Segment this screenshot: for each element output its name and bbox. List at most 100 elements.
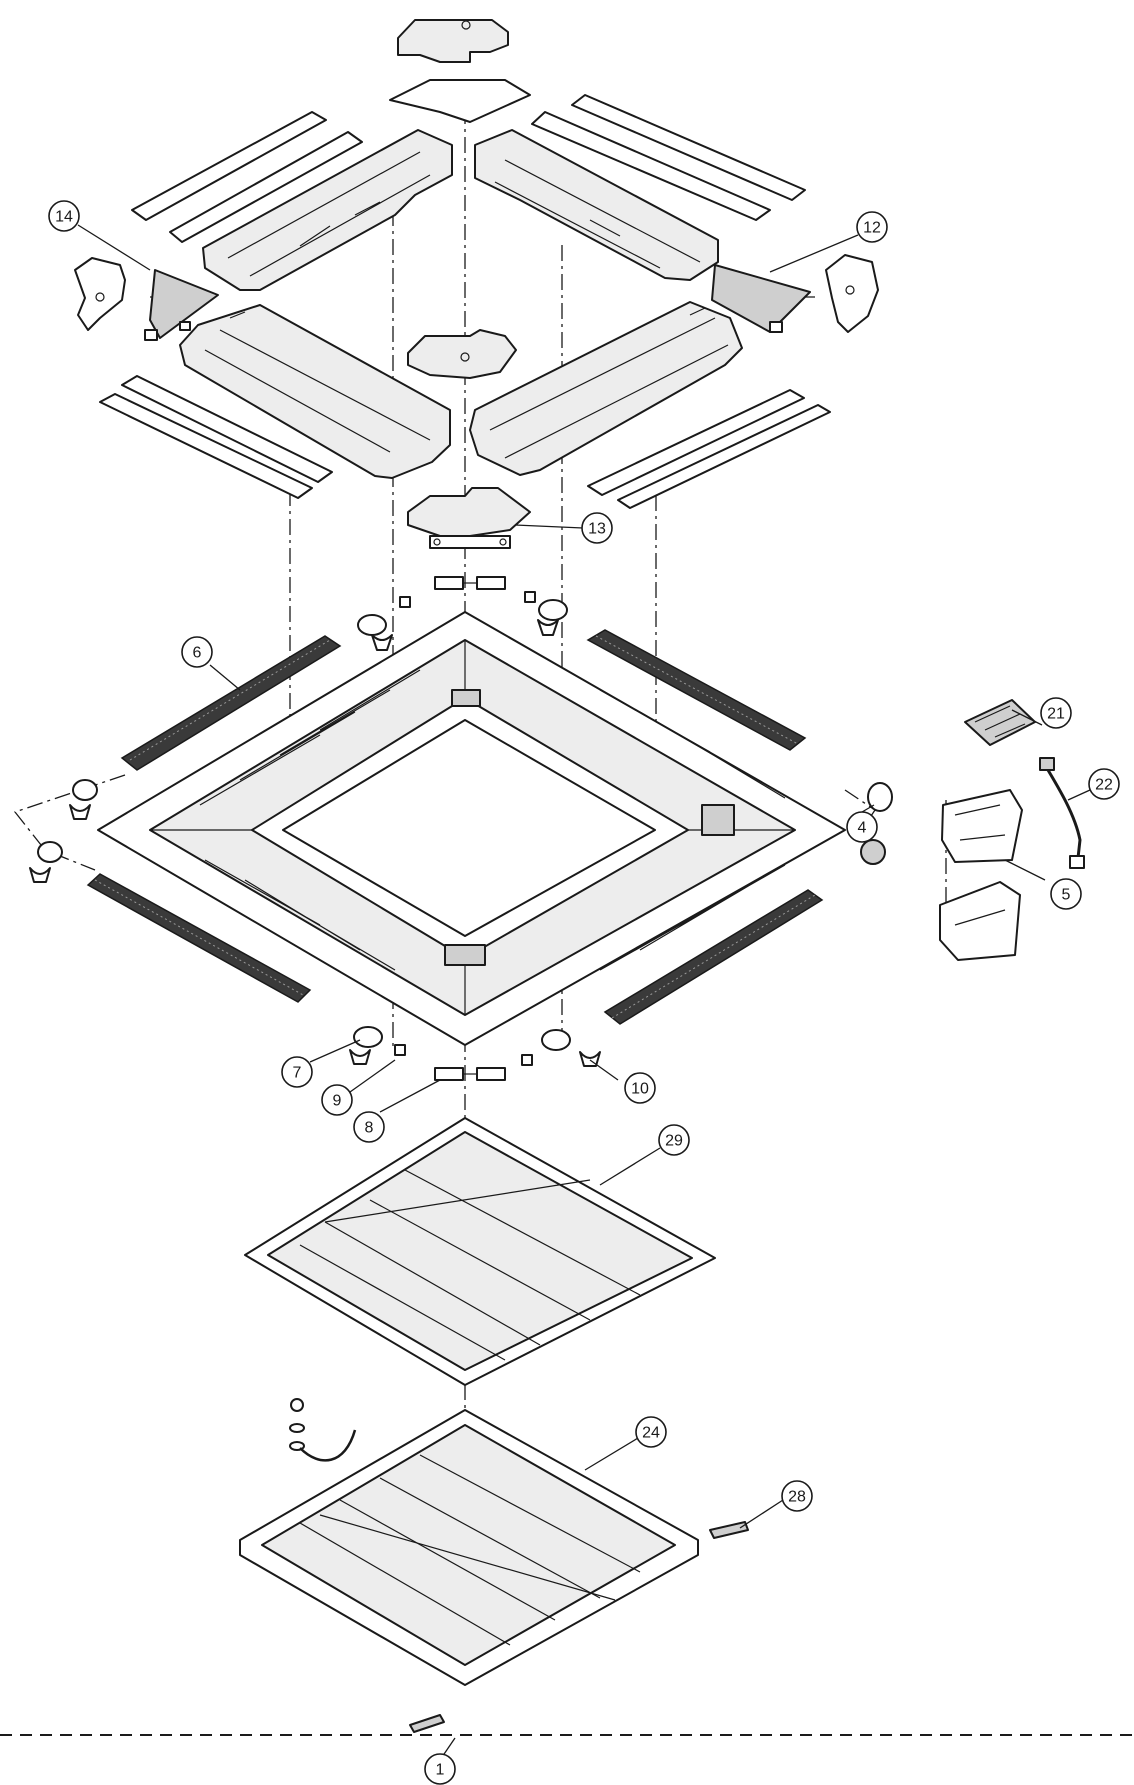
callout-22: 22 [1088,768,1120,800]
harness-connector-top [1039,757,1055,771]
motor-assemblies [29,779,893,883]
strip-upper-right-2 [571,94,806,201]
link-plate-top-2 [476,576,506,590]
callout-6: 6 [181,636,213,668]
cap-top-left [399,596,411,608]
callout-13: 13 [581,512,613,544]
link-plate-bottom-2 [476,1067,506,1081]
strip-upper-left-2 [169,131,363,243]
pan-upper-right-detail [494,159,701,269]
ground-wire-assembly [289,1398,357,1462]
panel-grille-opening [282,719,656,937]
callout-24: 24 [635,1416,667,1448]
harness-connector-bottom [1069,855,1085,869]
strip-lower-left-2 [121,375,333,483]
corner-bracket-left [149,269,219,339]
air-filter-29 [244,1117,716,1386]
upper-insulation-set [131,94,806,291]
louver-rod-upper-right [586,629,807,751]
leader-28 [739,1499,784,1529]
filter-mesh-waves [299,1169,641,1361]
leader-29 [599,1147,661,1186]
callout-14: 14 [48,200,80,232]
linkage-top [357,576,568,651]
svg-text:4: 4 [858,820,867,837]
link-plate-bottom-1 [434,1067,464,1081]
pan-upper-left-detail [227,151,431,277]
motor-right-lower [860,839,886,865]
corner-bracket-left-tab-2 [179,321,191,331]
svg-text:13: 13 [588,521,606,538]
corner-insulation-left-hole [95,292,105,302]
top-insulation-block [389,19,531,123]
callout-21: 21 [1040,697,1072,729]
corner-block-13 [407,487,531,537]
leader-5 [1004,859,1046,881]
leader-12 [769,234,859,273]
pan-lower-left-detail [204,311,431,453]
grille-slats [299,1454,641,1646]
callout-28: 28 [781,1480,813,1512]
callout-12: 12 [856,211,888,243]
control-box-assembly [939,699,1085,961]
clip-left-upper [69,804,91,820]
leader-6 [209,664,241,691]
pcb-board-detail [974,705,1026,738]
strip-lower-right-2 [617,404,831,509]
bearing-left-lower [37,841,63,863]
control-box-bracket-detail [954,804,1006,841]
control-box-bracket-5 [941,789,1023,863]
corner-bracket-right-tab [769,321,783,333]
leader-22 [1067,789,1091,801]
corner-piece-left [74,257,219,341]
clip-bottom-right [579,1051,601,1067]
svg-text:28: 28 [788,1489,806,1506]
linkage-bottom [349,1026,601,1081]
leader-21 [1011,709,1043,726]
motor-right-upper [867,782,893,812]
corner-block-13-base [429,535,511,549]
pan-upper-left [202,129,453,291]
svg-text:1: 1 [436,1762,445,1779]
svg-text:7: 7 [293,1065,302,1082]
svg-text:8: 8 [365,1120,374,1137]
corner-insulation-left [74,257,126,331]
svg-text:12: 12 [863,220,881,237]
corner-bracket-left-tab [144,329,158,341]
control-box-cover-detail [954,909,1006,926]
panel-right-corner-box [701,804,735,836]
strip-lower-left-1 [99,393,313,499]
leader-7 [309,1039,361,1063]
callouts: 14 12 13 6 21 22 4 5 7 9 10 8 29 24 28 1 [48,200,1120,1785]
leader-4 [861,804,875,813]
lower-insulation-set [99,301,831,509]
corner-block-13-hole-left [433,538,441,546]
svg-text:29: 29 [665,1133,683,1150]
bearing-bottom-left [353,1026,383,1048]
leader-13 [514,524,584,529]
guide-line-left-motor [13,774,126,871]
callout-5: 5 [1050,878,1082,910]
link-plate-top-1 [434,576,464,590]
pan-lower-right [469,301,743,476]
corner-piece-right [711,254,879,333]
clip-top-left [371,634,393,651]
panel-vane-slats [199,669,786,971]
washer-1 [289,1423,305,1433]
callout-4: 4 [846,811,878,843]
bearing-bottom-right [541,1029,571,1051]
top-block-hole [461,20,471,30]
leader-14 [77,224,151,271]
strip-lower-right-1 [587,389,805,496]
clip-parts-28 [409,1521,749,1733]
callout-1: 1 [424,1753,456,1785]
clip-28-right [709,1521,749,1539]
strip-upper-right-1 [531,111,771,221]
svg-text:10: 10 [631,1081,649,1098]
grille-rib [319,1514,616,1601]
corner-block-13-hole-right [499,538,507,546]
callout-8: 8 [353,1111,385,1143]
louver-rod-texture [94,635,816,1019]
cap-top-right [524,591,536,603]
